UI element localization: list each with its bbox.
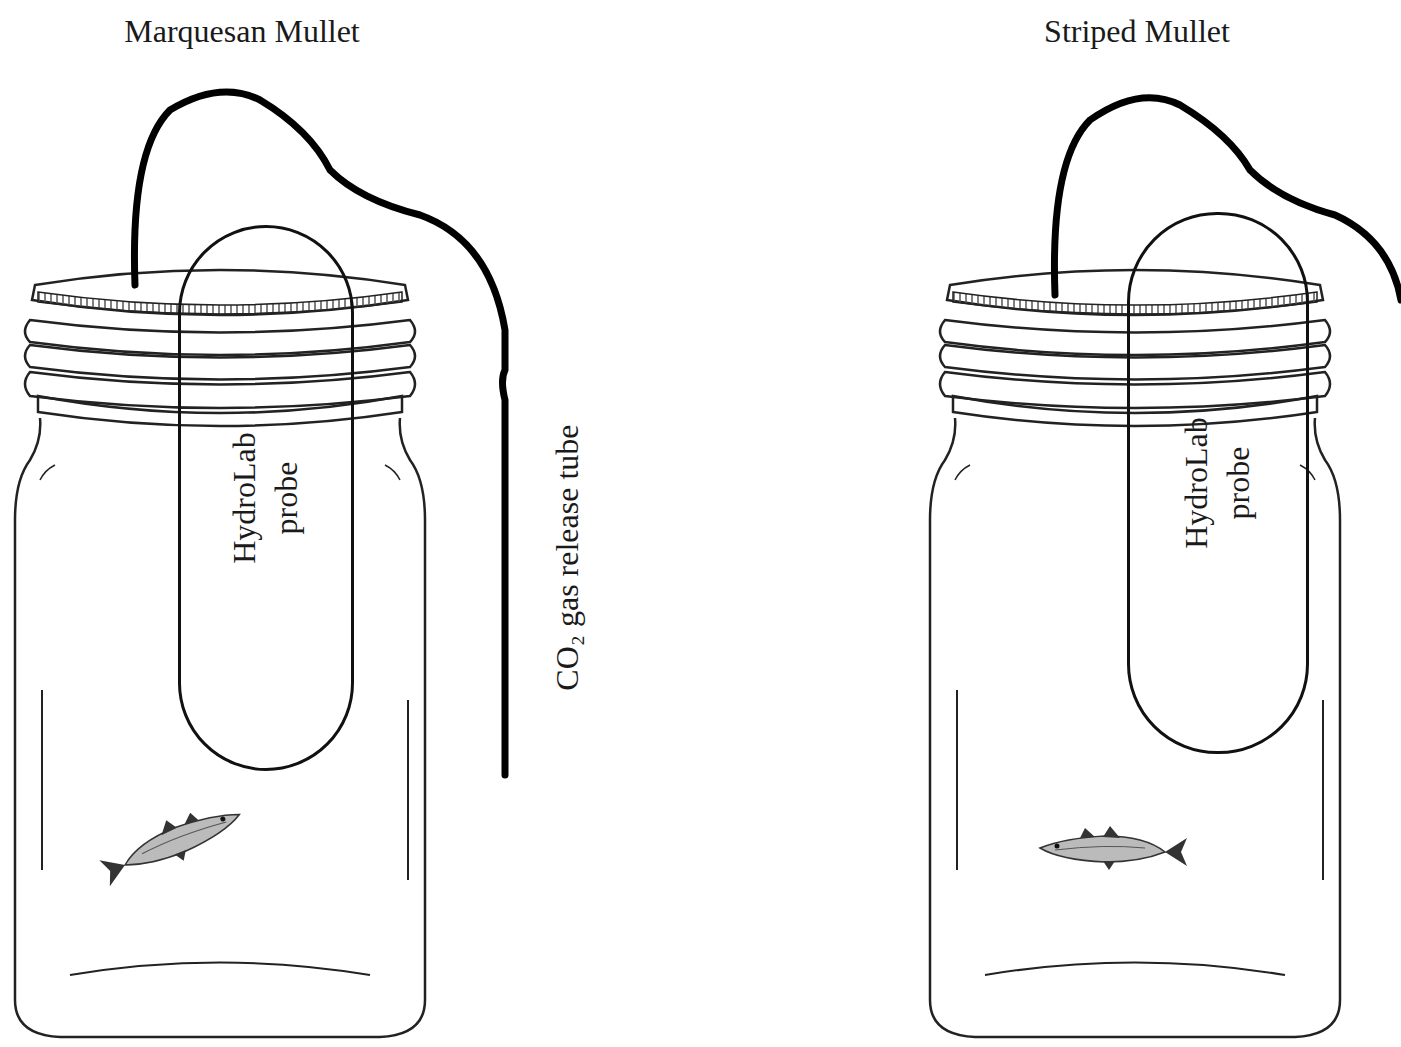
probe-outline: HydroLab probe xyxy=(178,225,354,771)
probe-label: HydroLab probe xyxy=(224,413,307,583)
probe-outline: HydroLab probe xyxy=(1127,212,1309,754)
probe-label: HydroLab probe xyxy=(1176,398,1259,568)
jar-title: Marquesan Mullet xyxy=(124,14,360,49)
jar-title: Striped Mullet xyxy=(1044,14,1230,49)
tube-label: CO₂ gas release tube xyxy=(550,425,585,691)
